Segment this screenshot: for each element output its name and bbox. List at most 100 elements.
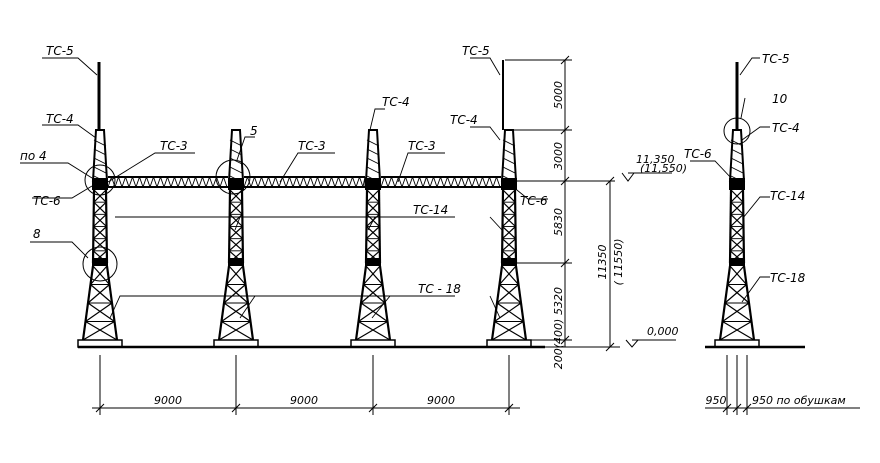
dim-side-1: 950 xyxy=(706,394,727,407)
beam-diagonal xyxy=(146,176,151,188)
beam-diagonal xyxy=(401,176,406,188)
tower-3-tc18-brace xyxy=(358,302,386,322)
tower-side-tc18-brace xyxy=(729,265,747,285)
label-callout-10: 10 xyxy=(772,92,788,106)
beam-diagonal xyxy=(282,176,287,188)
tower-2-tc4-brace xyxy=(229,148,243,156)
beam-diagonal xyxy=(310,176,315,188)
tower-side-tc4-brace xyxy=(730,139,744,147)
label-callout-5: 5 xyxy=(250,124,258,138)
label-tc6-right: ТС-6 xyxy=(520,194,548,208)
tower-1-tc18-brace xyxy=(82,320,115,341)
leader-branches xyxy=(234,216,503,319)
label-tc6-side: ТС-6 xyxy=(684,147,712,161)
beam-diagonal xyxy=(296,176,301,188)
tower-4-tc18-brace xyxy=(494,302,522,322)
tower-4-tc4 xyxy=(500,129,518,182)
beam-diagonal xyxy=(254,176,259,188)
tower-4-tc4-brace xyxy=(502,157,516,165)
beam-diagonal xyxy=(387,176,392,188)
horizontal-dimension xyxy=(92,355,520,415)
beam-tc3-2 xyxy=(243,176,366,188)
label-tc4-right: ТС-4 xyxy=(450,113,478,127)
beam-diagonal xyxy=(289,176,294,188)
beam-diagonal xyxy=(412,176,417,188)
dim-5830: 5830 xyxy=(552,208,565,236)
beam-diagonal xyxy=(464,176,469,188)
beam-diagonal xyxy=(433,176,438,188)
beam-diagonal xyxy=(177,176,182,188)
beam-diagonal xyxy=(485,176,490,188)
tower-3-joint xyxy=(365,258,381,266)
tower-2-tc4-brace xyxy=(229,139,243,147)
beam-diagonal xyxy=(195,176,200,188)
beam-diagonal xyxy=(492,176,497,188)
label-tc3-2: ТС-3 xyxy=(298,139,326,153)
beam-diagonal xyxy=(128,176,133,188)
beam-diagonal xyxy=(313,176,318,188)
tower-1-tc4-brace xyxy=(93,148,107,156)
beam-diagonal xyxy=(461,176,466,188)
tower-4-tc18-brace xyxy=(494,320,527,341)
beam-diagonal xyxy=(118,176,123,188)
dim-3000: 3000 xyxy=(552,142,565,170)
beam-diagonal xyxy=(482,176,487,188)
beam-diagonal xyxy=(355,176,360,188)
tower-1-tc14-brace xyxy=(93,201,107,215)
beam-diagonal xyxy=(429,176,434,188)
tower-2-tc4-brace xyxy=(229,157,243,165)
tower-1-tc4-brace xyxy=(93,166,107,174)
beam-diagonal xyxy=(107,176,112,188)
beam-diagonal xyxy=(125,176,130,188)
beam-diagonal xyxy=(219,176,224,188)
beam-diagonal xyxy=(405,176,410,188)
tower-2-tc14-brace xyxy=(229,213,243,227)
tower-2-tc6 xyxy=(228,178,244,190)
beam-diagonal xyxy=(338,176,343,188)
tower-4-tc4-brace xyxy=(502,148,516,156)
beam-diagonal xyxy=(264,176,269,188)
tower-2-tc4-brace xyxy=(229,166,243,174)
beam-diagonal xyxy=(243,176,248,188)
beam-diagonal xyxy=(436,176,441,188)
label-tc18-front: ТС - 18 xyxy=(418,282,461,296)
tower-3-tc14-brace xyxy=(365,226,380,240)
tower-side xyxy=(714,129,760,348)
tower-3-tc18-brace xyxy=(358,320,391,341)
tower-4 xyxy=(486,129,532,348)
label-tc6-left: ТС-6 xyxy=(33,194,61,208)
tower-2-tc18-brace xyxy=(226,265,244,285)
tower-4-tc4-brace xyxy=(502,139,516,147)
tower-side-footing xyxy=(714,339,760,348)
tower-side-tc6 xyxy=(729,178,745,190)
beam-diagonal xyxy=(426,176,431,188)
tower-3-tc18-brace xyxy=(360,284,383,304)
beam-diagonal xyxy=(209,176,214,188)
beam-diagonal xyxy=(132,176,137,188)
beam-tc3-3 xyxy=(380,176,501,188)
tower-2-tc18-brace xyxy=(226,284,249,304)
beam-diagonal xyxy=(163,176,168,188)
beam-diagonal xyxy=(419,176,424,188)
beam-diagonal xyxy=(478,176,483,188)
beam-diagonal xyxy=(170,176,175,188)
beam-diagonal xyxy=(275,176,280,188)
label-tc5-right: ТС-5 xyxy=(462,44,490,58)
tower-side-tc4-brace xyxy=(730,166,744,174)
beam-diagonal xyxy=(468,176,473,188)
beam-diagonal xyxy=(153,176,158,188)
beam-diagonal xyxy=(188,176,193,188)
beam-diagonal xyxy=(202,176,207,188)
beam-diagonal xyxy=(149,176,154,188)
tower-side-tc14-brace xyxy=(730,201,744,215)
tower-2-tc18-brace xyxy=(221,320,254,341)
tower-3-tc14-brace xyxy=(366,201,380,215)
tower-side-tc14-brace xyxy=(730,213,744,227)
tower-2-tc18-brace xyxy=(223,302,251,322)
tower-4-tc18-brace xyxy=(499,284,522,304)
tower-2-footing xyxy=(213,339,259,348)
beam-diagonal xyxy=(317,176,322,188)
tower-1-tc18-brace xyxy=(90,284,113,304)
side-dimension xyxy=(705,355,860,415)
